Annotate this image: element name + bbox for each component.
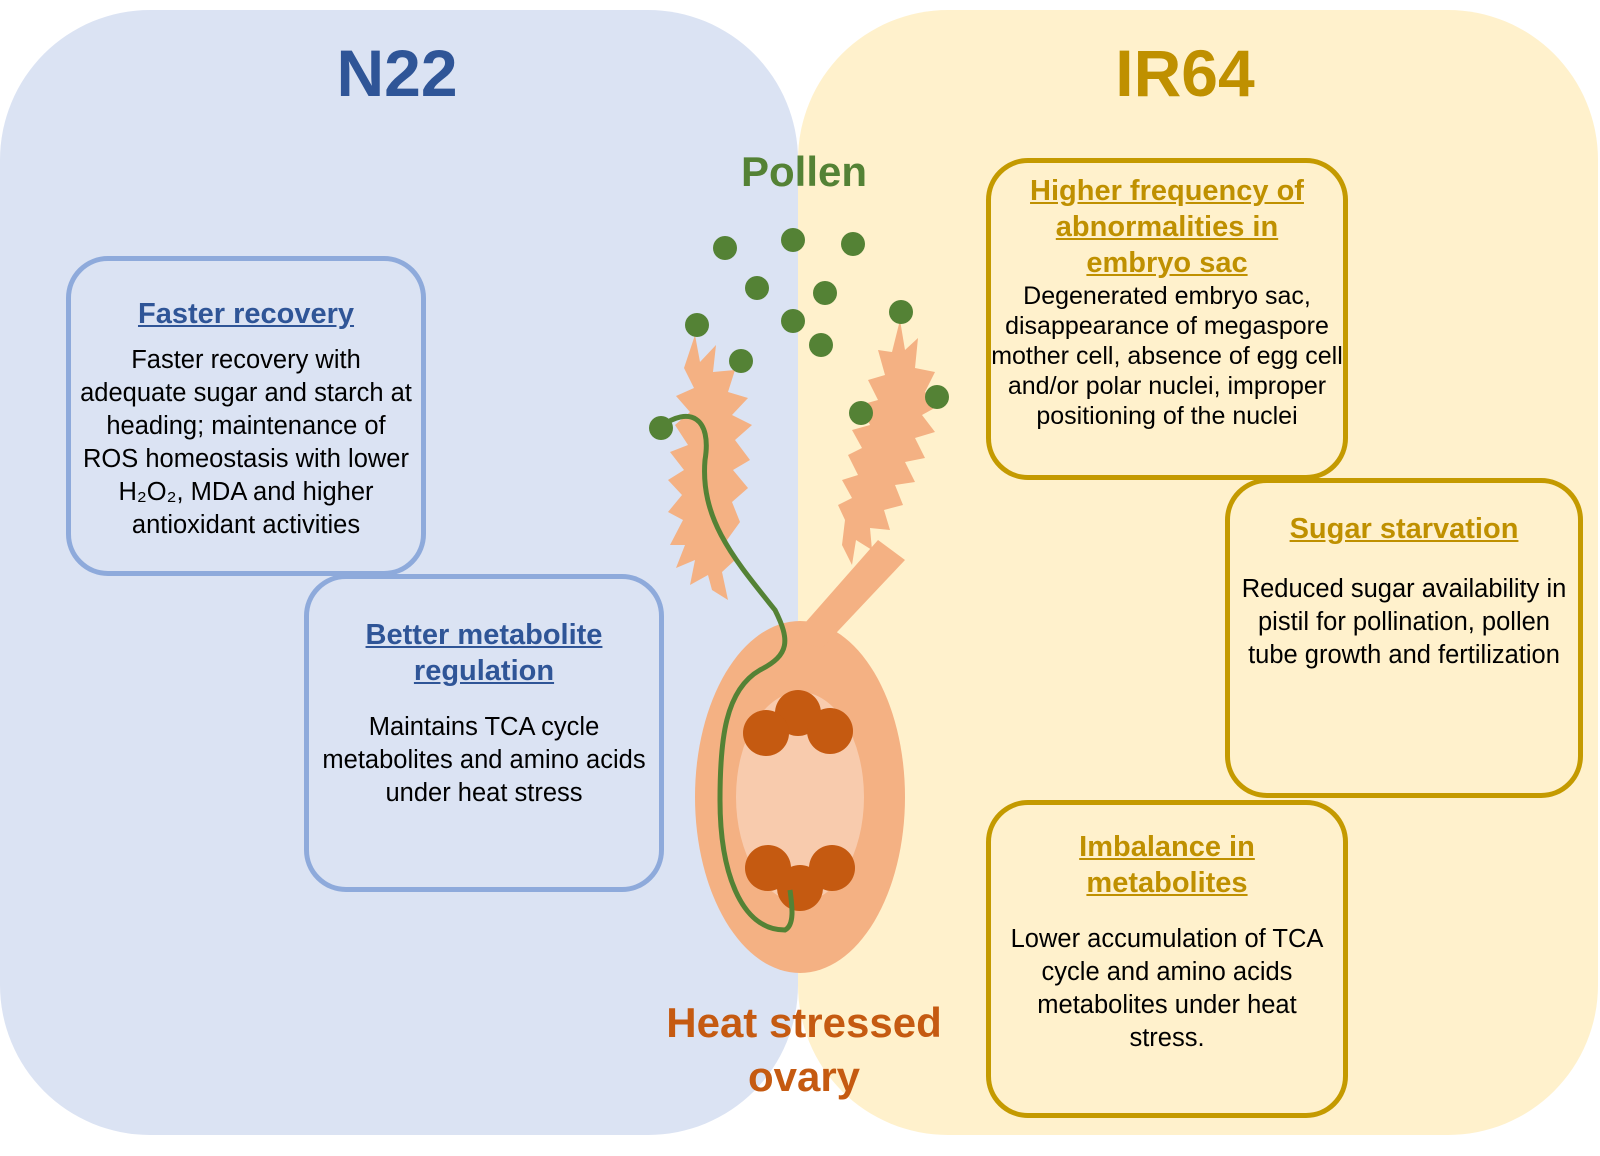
stigma-left — [668, 335, 752, 600]
ovary-label: Heat stressed ovary — [666, 999, 942, 1100]
box-heading: Imbalance in metabolites — [1079, 831, 1255, 899]
pollen-grain — [781, 309, 805, 333]
imbalance-in-metabolites-box: Imbalance in metabolites Lower accumulat… — [986, 800, 1348, 1118]
pollen-grain — [649, 416, 673, 440]
n22-title: N22 — [336, 36, 458, 110]
embryo-sac-abnormalities-box: Higher frequency of abnormalities in emb… — [986, 158, 1348, 480]
pollen-grain — [729, 349, 753, 373]
box-body: Maintains TCA cycle metabolites and amin… — [322, 713, 646, 807]
pollen-grains — [649, 228, 949, 440]
better-metabolite-regulation-box: Better metabolite regulation Maintains T… — [304, 574, 664, 892]
box-body: Degenerated embryo sac, disappearance of… — [991, 282, 1343, 430]
pollen-grain — [889, 300, 913, 324]
ir64-title: IR64 — [1115, 36, 1255, 110]
pollen-grain — [849, 401, 873, 425]
ovules-bottom — [745, 845, 855, 911]
ovule — [743, 710, 789, 756]
ovule — [777, 865, 823, 911]
box-heading: Faster recovery — [137, 298, 355, 330]
box-body: Lower accumulation of TCA cycle and amin… — [1010, 925, 1324, 1052]
faster-recovery-box: Faster recovery Faster recovery with ade… — [66, 256, 426, 576]
ovule — [807, 708, 853, 754]
style-stalk — [790, 540, 905, 648]
pollen-grain — [713, 236, 737, 260]
pollen-grain — [841, 232, 865, 256]
pollen-grain — [781, 228, 805, 252]
pollen-label: Pollen — [740, 148, 868, 195]
pollen-tube — [658, 414, 795, 933]
ovules-top — [743, 690, 853, 756]
box-heading: Sugar starvation — [1289, 513, 1519, 545]
sugar-starvation-box: Sugar starvation Reduced sugar availabil… — [1225, 478, 1583, 798]
pollen-grain — [813, 281, 837, 305]
pollen-grain — [745, 276, 769, 300]
pollen-grain — [809, 333, 833, 357]
stigma-right — [838, 320, 940, 565]
box-body: Faster recovery with adequate sugar and … — [80, 346, 412, 539]
box-heading: Higher frequency of abnormalities in emb… — [1030, 175, 1304, 279]
box-body: Reduced sugar availability in pistil for… — [1241, 575, 1567, 669]
box-heading: Better metabolite regulation — [365, 619, 603, 687]
pollen-grain — [925, 385, 949, 409]
pollen-grain — [685, 313, 709, 337]
